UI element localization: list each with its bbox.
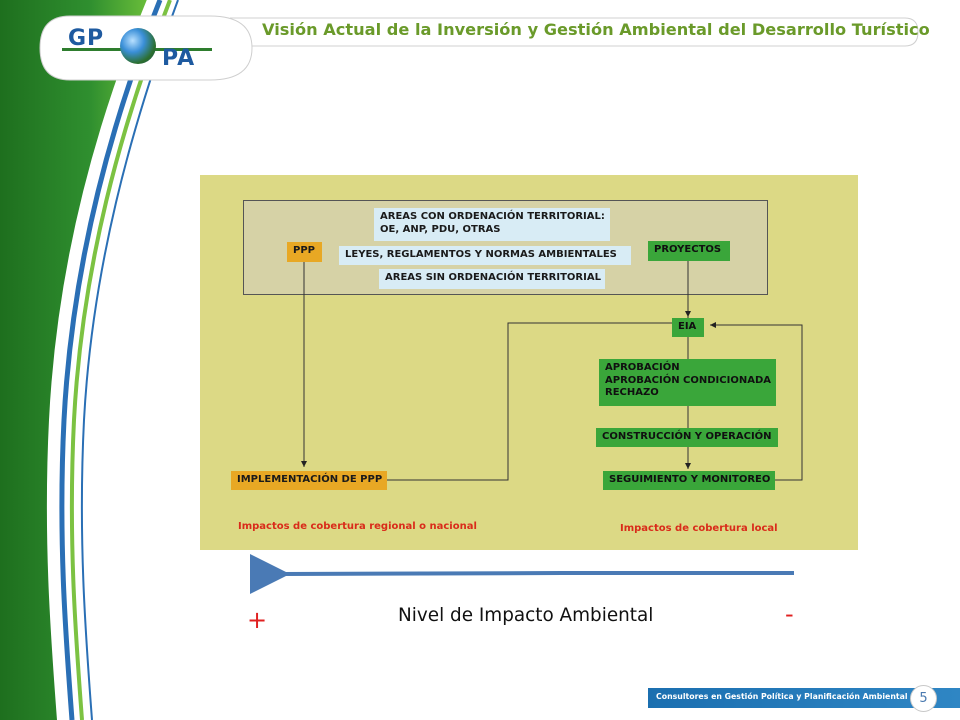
impact-local-label: Impactos de cobertura local	[620, 523, 778, 534]
aprobacion-line-3: RECHAZO	[605, 387, 659, 398]
minus-symbol: -	[785, 600, 794, 628]
construccion-box: CONSTRUCCIÓN Y OPERACIÓN	[596, 428, 778, 447]
impact-regional-label: Impactos de cobertura regional o naciona…	[238, 521, 477, 532]
plus-symbol: +	[247, 606, 268, 634]
eia-box: EIA	[672, 318, 704, 337]
slide-title: Visión Actual de la Inversión y Gestión …	[262, 20, 930, 39]
areas-con-sub: OE, ANP, PDU, OTRAS	[380, 223, 501, 235]
aprobacion-box: APROBACIÓN APROBACIÓN CONDICIONADA RECHA…	[599, 359, 776, 406]
logo-text-left: GP	[68, 26, 105, 51]
leyes-box: LEYES, REGLAMENTOS Y NORMAS AMBIENTALES	[339, 246, 631, 265]
company-logo: GP PA	[44, 14, 244, 80]
flow-diagram: AREAS CON ORDENACIÓN TERRITORIAL: OE, AN…	[200, 175, 858, 550]
ppp-box: PPP	[287, 242, 322, 262]
implementacion-box: IMPLEMENTACIÓN DE PPP	[231, 471, 387, 490]
connector-seguimiento-eia	[710, 322, 803, 481]
seguimiento-box: SEGUIMIENTO Y MONITOREO	[603, 471, 775, 490]
footer-company: Consultores en Gestión Política y Planif…	[656, 692, 928, 701]
page-number: 5	[910, 685, 937, 712]
impact-level-label: Nivel de Impacto Ambiental	[398, 605, 654, 626]
aprobacion-line-2: APROBACIÓN CONDICIONADA	[605, 374, 771, 386]
globe-icon	[120, 28, 156, 64]
areas-con-ordenacion-box: AREAS CON ORDENACIÓN TERRITORIAL: OE, AN…	[374, 208, 610, 241]
proyectos-box: PROYECTOS	[648, 241, 730, 261]
footer-bar	[648, 688, 960, 708]
areas-sin-ordenacion-box: AREAS SIN ORDENACIÓN TERRITORIAL	[379, 269, 605, 289]
areas-con-title: AREAS CON ORDENACIÓN TERRITORIAL:	[380, 211, 605, 222]
aprobacion-line-1: APROBACIÓN	[605, 362, 680, 373]
logo-text-right: PA	[162, 46, 196, 71]
